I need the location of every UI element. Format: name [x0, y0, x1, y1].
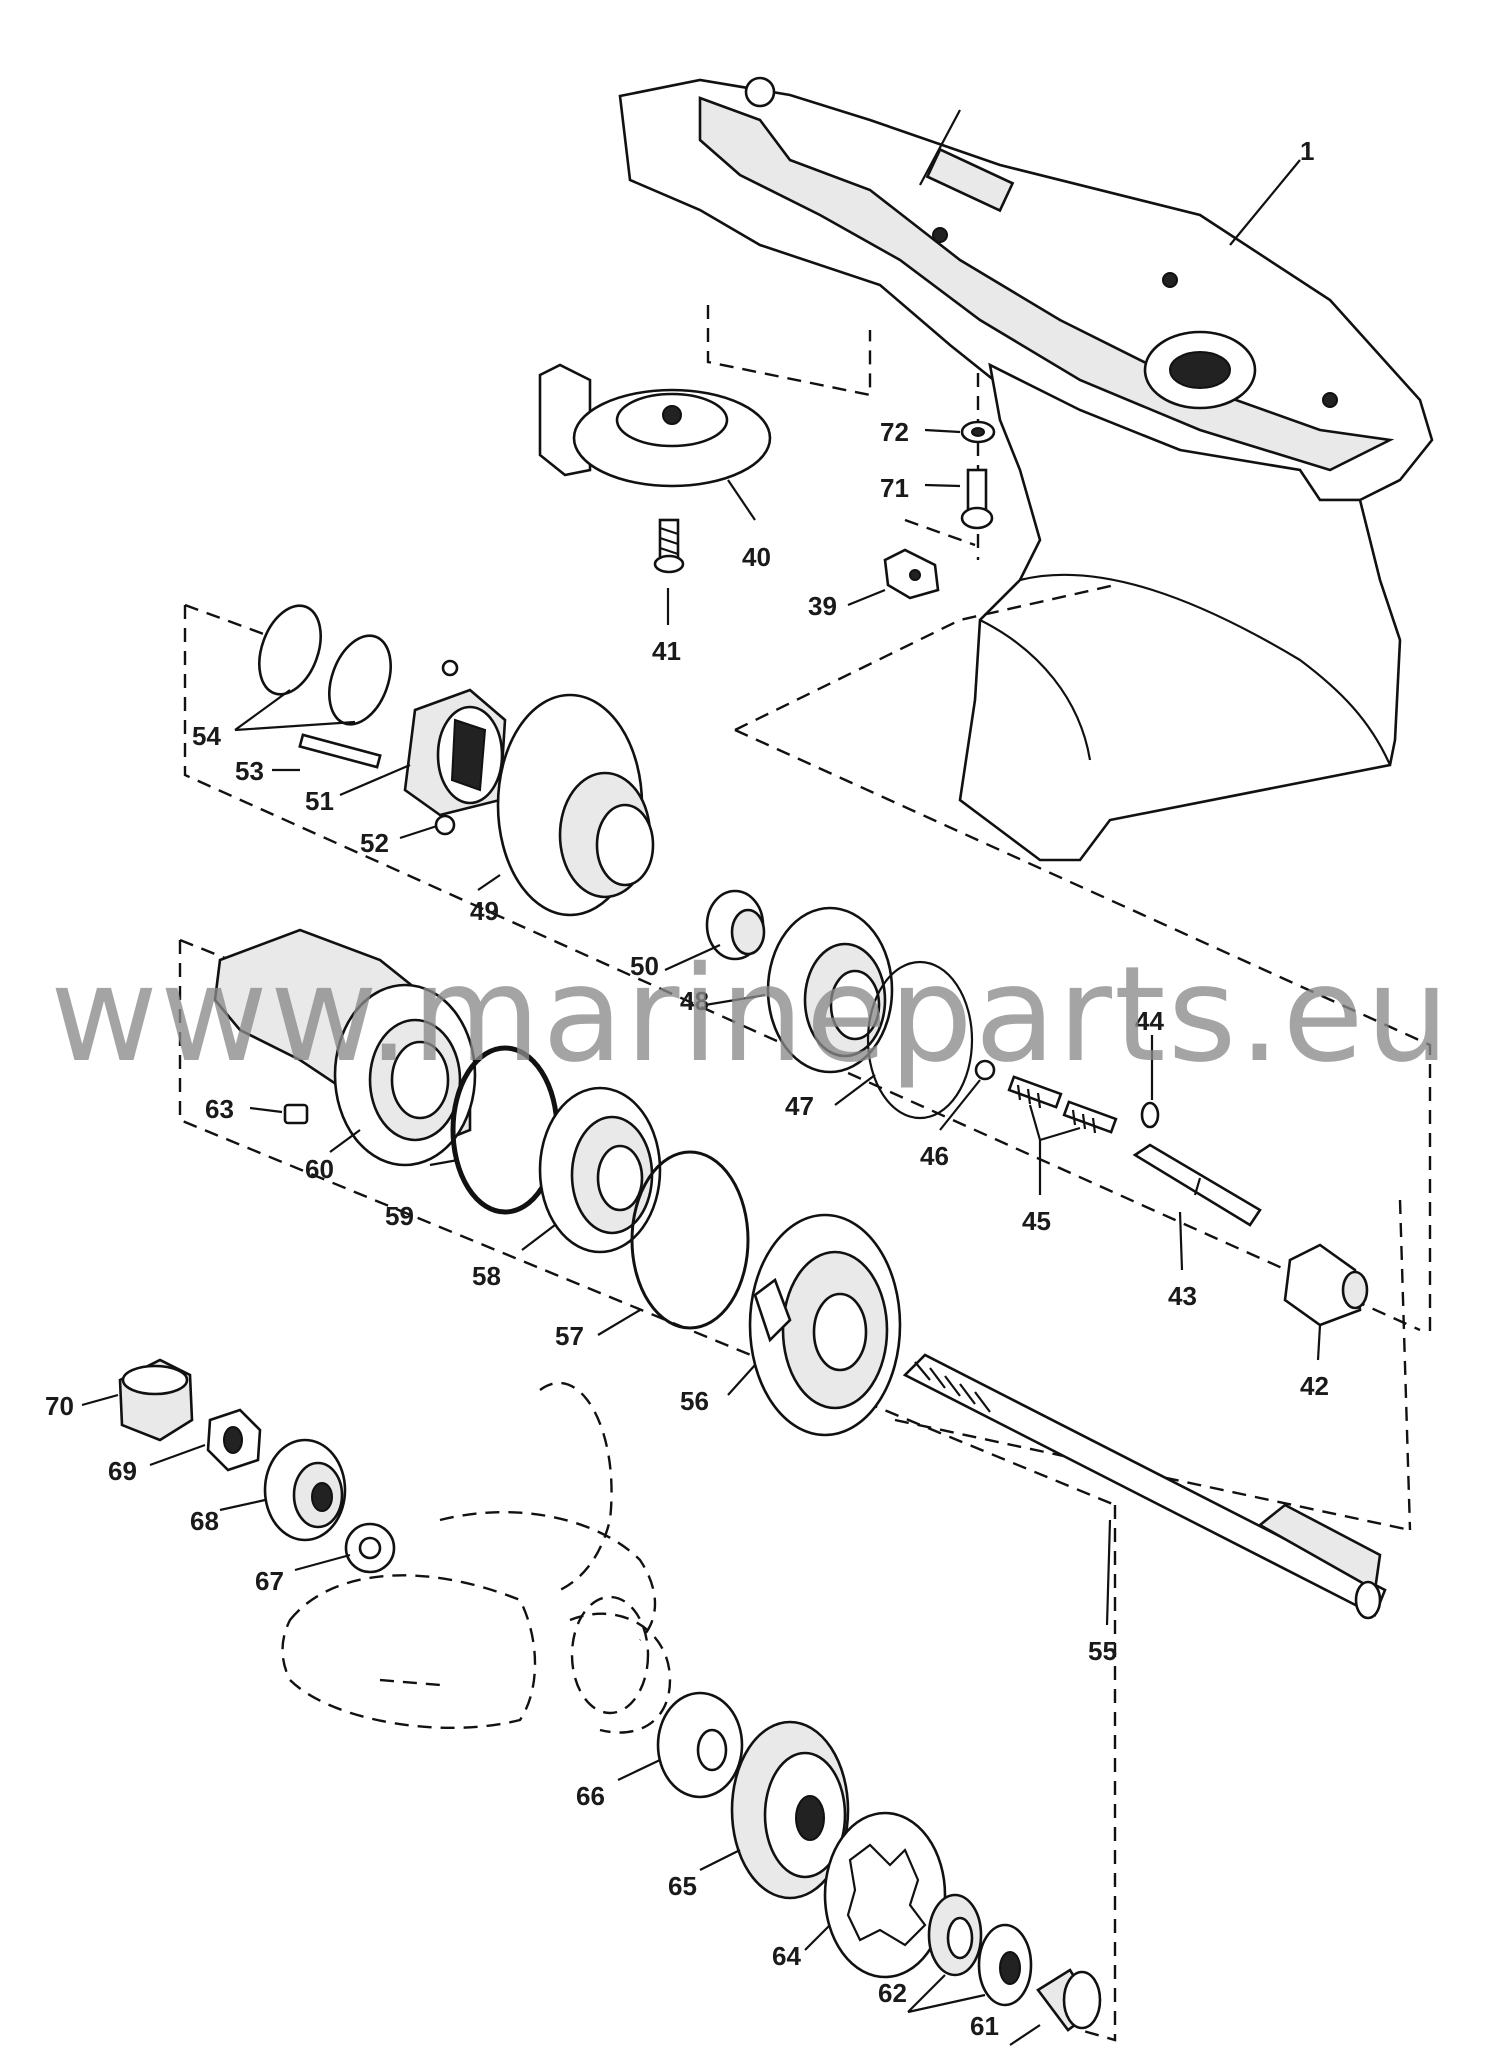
- callout-51: 51: [305, 786, 334, 816]
- callout-61: 61: [970, 2011, 999, 2041]
- callout-40: 40: [742, 542, 771, 572]
- callout-72: 72: [880, 417, 909, 447]
- callout-57: 57: [555, 1321, 584, 1351]
- seals-62[interactable]: [927, 1893, 1033, 2007]
- callout-49: 49: [470, 896, 499, 926]
- callout-1: 1: [1300, 136, 1314, 166]
- cam-follower-43[interactable]: [1132, 1143, 1262, 1227]
- callout-70: 70: [45, 1391, 74, 1421]
- thrust-washer-66[interactable]: [656, 1691, 744, 1799]
- callout-54: 54: [192, 721, 221, 751]
- prop-nut-70[interactable]: [118, 1358, 194, 1442]
- detent-ball-50[interactable]: [441, 659, 459, 677]
- callout-71: 71: [880, 473, 909, 503]
- cross-pin-53[interactable]: [298, 733, 382, 769]
- callout-45: 45: [1022, 1206, 1051, 1236]
- bearing-48[interactable]: [766, 906, 894, 1074]
- callout-65: 65: [668, 1871, 697, 1901]
- callout-68: 68: [190, 1506, 219, 1536]
- washer-57[interactable]: [630, 1150, 750, 1330]
- callout-50: 50: [630, 951, 659, 981]
- callout-52: 52: [360, 828, 389, 858]
- callout-labels: 1 39 40 41 42 43 44 45 46 47 48 49 50 51…: [45, 136, 1329, 2041]
- thrust-hub-68[interactable]: [263, 1438, 347, 1542]
- callout-46: 46: [920, 1141, 949, 1171]
- callout-39: 39: [808, 591, 837, 621]
- callout-48: 48: [680, 986, 709, 1016]
- callout-41: 41: [652, 636, 681, 666]
- tab-washer-69[interactable]: [206, 1408, 262, 1472]
- ball-46[interactable]: [974, 1059, 996, 1081]
- detent-52[interactable]: [434, 814, 456, 836]
- shift-cam-42[interactable]: [1283, 1243, 1369, 1327]
- callout-62: 62: [878, 1978, 907, 2008]
- trim-tab-anode[interactable]: [538, 363, 772, 488]
- gear-housing[interactable]: [618, 76, 1434, 862]
- bearing-61[interactable]: [1036, 1968, 1102, 2032]
- callout-67: 67: [255, 1566, 284, 1596]
- spacer-39[interactable]: [883, 548, 940, 600]
- retaining-rings-54[interactable]: [248, 597, 402, 733]
- callout-58: 58: [472, 1261, 501, 1291]
- key-63[interactable]: [283, 1103, 309, 1125]
- callout-43: 43: [1168, 1281, 1197, 1311]
- callout-69: 69: [108, 1456, 137, 1486]
- bolt-71[interactable]: [960, 468, 994, 530]
- anode-screw[interactable]: [653, 518, 685, 574]
- leader-lines: [81, 109, 1322, 2046]
- propeller-shaft-55[interactable]: [902, 1353, 1387, 1620]
- bearing-58[interactable]: [538, 1086, 662, 1254]
- callout-66: 66: [576, 1781, 605, 1811]
- callout-60: 60: [305, 1154, 334, 1184]
- bearing-carrier-60[interactable]: [213, 928, 477, 1167]
- callout-55: 55: [1088, 1636, 1117, 1666]
- ball-44[interactable]: [1140, 1101, 1160, 1129]
- watermark: www.marineparts.eu: [50, 938, 1451, 1092]
- o-ring-47[interactable]: [866, 960, 974, 1120]
- retainer-64[interactable]: [823, 1811, 947, 1979]
- callout-56: 56: [680, 1386, 709, 1416]
- callout-64: 64: [772, 1941, 801, 1971]
- callout-59: 59: [385, 1201, 414, 1231]
- bearing-cup-50[interactable]: [705, 889, 766, 961]
- callout-47: 47: [785, 1091, 814, 1121]
- propeller[interactable]: [281, 1381, 672, 1734]
- callout-44: 44: [1135, 1006, 1164, 1036]
- callout-63: 63: [205, 1094, 234, 1124]
- forward-gear-49[interactable]: [496, 693, 655, 917]
- callout-42: 42: [1300, 1371, 1329, 1401]
- callout-53: 53: [235, 756, 264, 786]
- lock-washer-67[interactable]: [344, 1522, 396, 1574]
- bearing-65[interactable]: [730, 1720, 850, 1900]
- washer-72[interactable]: [960, 420, 996, 444]
- springs-45[interactable]: [1007, 1075, 1118, 1134]
- reverse-gear-56[interactable]: [748, 1213, 902, 1437]
- clutch-51[interactable]: [403, 688, 507, 817]
